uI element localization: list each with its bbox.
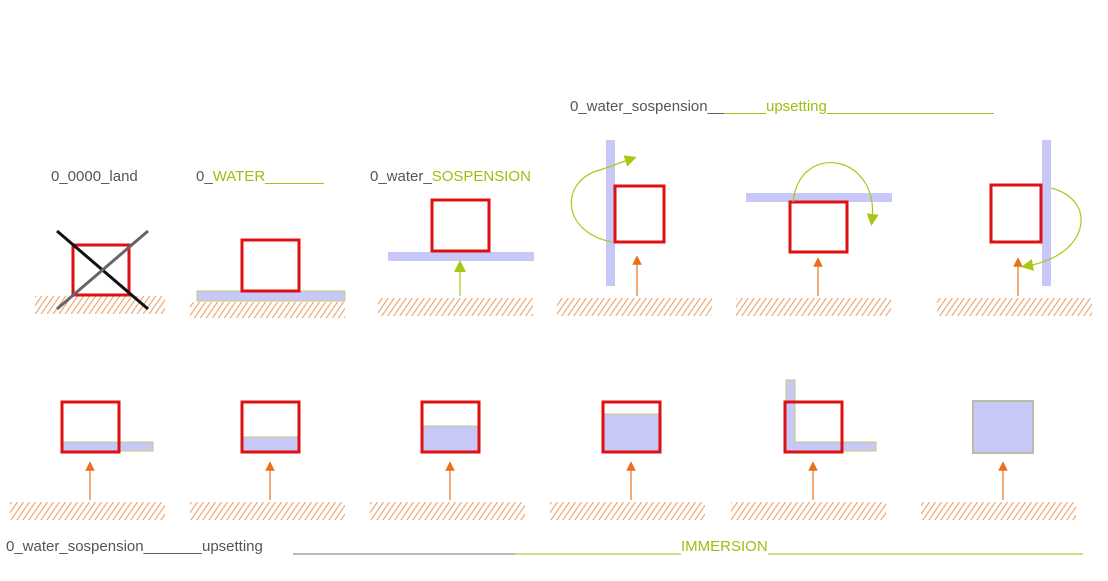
- label-land: 0_0000_land: [51, 168, 138, 185]
- cross-icon: [56, 229, 149, 311]
- label-water-highlight: WATER_______: [212, 168, 324, 185]
- hatched-ground-icon: [731, 502, 886, 520]
- panel-upsetting-2: [736, 162, 892, 316]
- hatched-ground-icon: [550, 502, 705, 520]
- water-layer: [62, 441, 154, 452]
- water-layer: [1042, 140, 1051, 286]
- hatched-ground-icon: [10, 502, 165, 520]
- water-layer: [606, 140, 615, 286]
- panel-immersion-6: [921, 400, 1076, 520]
- label-sospension-highlight: SOSPENSION: [431, 168, 531, 185]
- box: [613, 184, 666, 244]
- hatched-ground-icon: [370, 502, 525, 520]
- box: [430, 198, 491, 253]
- hatched-ground-icon: [557, 298, 712, 316]
- box: [601, 400, 662, 454]
- panel-upsetting-3: [937, 140, 1092, 316]
- rotation-arrow-icon: [792, 162, 879, 226]
- hatched-ground-icon: [736, 298, 891, 316]
- panel-immersion-2: [190, 400, 345, 520]
- box: [420, 400, 481, 454]
- water-layer: [422, 425, 479, 452]
- rotation-arrow-icon: [570, 155, 637, 243]
- label-sospension-prefix: 0_water_: [370, 168, 432, 185]
- label-sospension: 0_water_SOSPENSION: [370, 168, 531, 186]
- panel-immersion-1: [10, 400, 165, 520]
- water-layer: [242, 436, 299, 452]
- label-upsetting-top: 0_water_sospension_______upsetting______…: [570, 98, 994, 116]
- panel-upsetting-1: [557, 140, 712, 316]
- water-layer: [603, 413, 660, 452]
- box: [788, 200, 849, 254]
- rotation-arrow-icon: [1021, 187, 1082, 271]
- label-bottom-prefix: 0_water_sospension_______upsetting: [6, 538, 263, 555]
- box: [783, 400, 844, 454]
- water-layer: [785, 379, 877, 452]
- label-immersion: IMMERSION: [681, 538, 768, 556]
- hatched-ground-icon: [937, 298, 1092, 316]
- label-upsetting-top-prefix: 0_water_sospension__: [570, 98, 725, 115]
- panel-immersion-4: [550, 400, 705, 520]
- box: [989, 183, 1043, 244]
- label-water: 0_WATER_______: [196, 168, 324, 186]
- water-layer: [388, 252, 534, 261]
- panel-immersion-3: [370, 400, 525, 520]
- submerged-box: [972, 400, 1034, 454]
- hatched-ground-icon: [190, 502, 345, 520]
- box: [240, 400, 301, 454]
- box: [71, 243, 131, 297]
- hatched-ground-icon: [190, 302, 345, 318]
- panel-land: [35, 229, 165, 314]
- panel-water: [190, 238, 346, 318]
- label-upsetting-top-highlight: _____upsetting____________________: [724, 98, 994, 115]
- hatched-ground-icon: [921, 502, 1076, 520]
- panel-sospension: [378, 198, 534, 316]
- box: [240, 238, 301, 293]
- panel-immersion-5: [731, 379, 886, 520]
- hatched-ground-icon: [378, 298, 533, 316]
- box: [60, 400, 121, 454]
- water-layer: [746, 193, 892, 202]
- label-water-prefix: 0_: [196, 168, 213, 185]
